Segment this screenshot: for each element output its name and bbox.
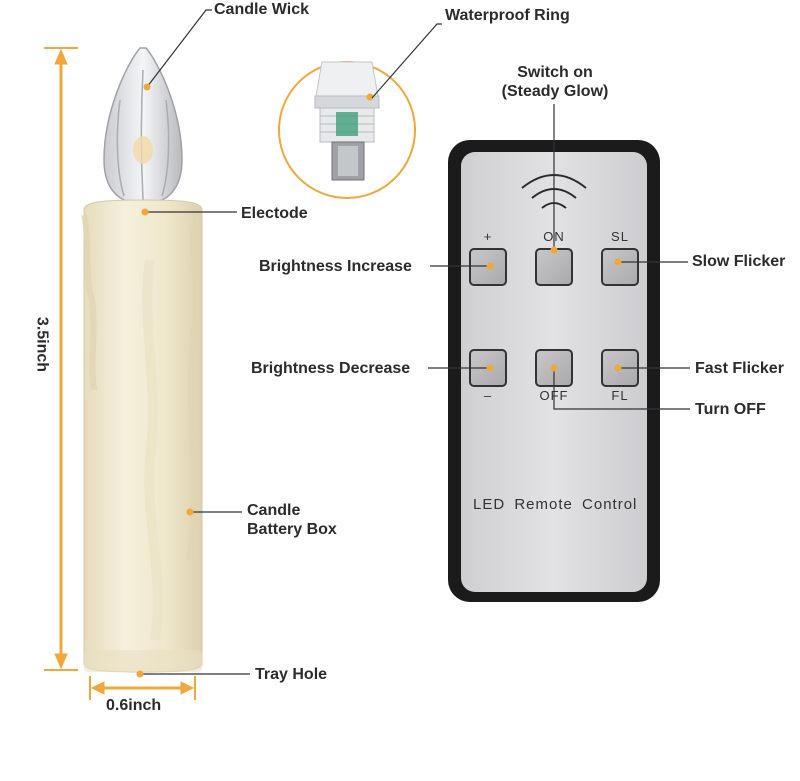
battery-box-label-line1: Candle xyxy=(247,502,301,519)
electode-label: Electode xyxy=(241,205,308,222)
marker-dots xyxy=(136,83,622,678)
on-button-legend: ON xyxy=(543,229,565,244)
fl-button-legend: FL xyxy=(611,388,629,403)
leader-lines xyxy=(140,9,690,675)
width-dimension-label: 0.6inch xyxy=(106,697,162,714)
waterproof-ring-inset xyxy=(278,61,416,199)
minus-button-legend: – xyxy=(483,388,493,403)
candle-flame-bulb xyxy=(103,47,183,205)
height-dimension-arrow xyxy=(44,47,78,671)
plus-button-legend: + xyxy=(483,229,493,244)
height-dimension-label: 3.5inch xyxy=(33,316,51,373)
brightness-increase-label: Brightness Increase xyxy=(259,258,412,275)
sl-button-legend: SL xyxy=(611,229,629,244)
slow-flicker-label: Slow Flicker xyxy=(692,253,786,270)
off-button-legend: OFF xyxy=(539,388,569,403)
switch-on-label: Switch on (Steady Glow) xyxy=(480,63,630,101)
brightness-decrease-label: Brightness Decrease xyxy=(251,360,411,377)
slow-flicker-button[interactable] xyxy=(601,248,639,286)
remote-title: LED Remote Control xyxy=(473,496,638,513)
fast-flicker-label: Fast Flicker xyxy=(695,360,784,377)
waterproof-ring-label: Waterproof Ring xyxy=(445,7,570,24)
candle-wick-label: Candle Wick xyxy=(214,1,309,18)
battery-box-label-line2: Battery Box xyxy=(247,521,337,538)
switch-on-label-line1: Switch on xyxy=(517,64,593,81)
width-dimension-arrow xyxy=(89,676,196,700)
battery-box-label: Candle Battery Box xyxy=(247,501,337,539)
on-button[interactable] xyxy=(535,248,573,286)
candle-body xyxy=(81,199,203,673)
turn-off-label: Turn OFF xyxy=(695,401,766,418)
switch-on-label-line2: (Steady Glow) xyxy=(501,83,609,100)
tray-hole-label: Tray Hole xyxy=(255,666,328,683)
